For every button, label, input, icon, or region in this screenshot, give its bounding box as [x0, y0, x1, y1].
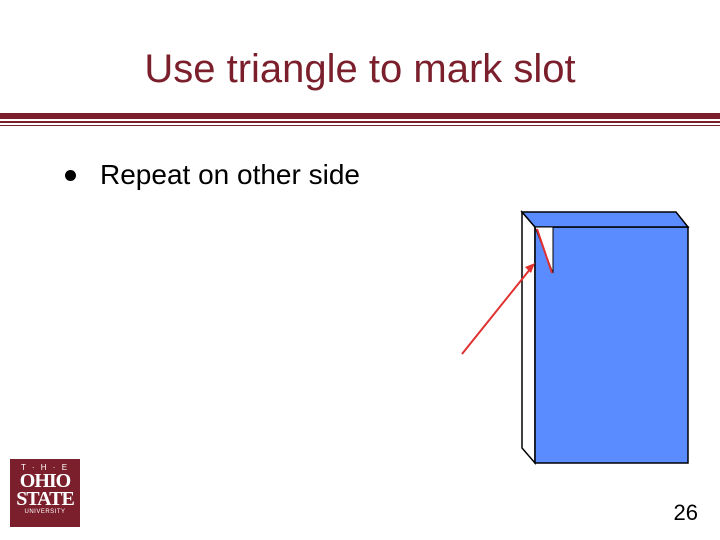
title-rule-thick — [0, 113, 720, 119]
round-bullet-icon — [65, 170, 76, 181]
red-arrow-head — [525, 263, 535, 273]
page-number: 26 — [673, 500, 698, 525]
box-left-panel — [521, 209, 536, 466]
box-front-face — [534, 226, 689, 464]
logo-line-the: T · H · E — [20, 463, 70, 472]
blue-box-illustration — [461, 209, 690, 466]
title-rule-thin — [0, 125, 720, 126]
slide-title: Use triangle to mark slot — [144, 47, 576, 91]
logo-line-university: UNIVERSITY — [24, 509, 66, 515]
box-top-face — [520, 211, 690, 228]
red-arrow-icon — [461, 267, 532, 355]
ohio-state-logo: T · H · E OHIO STATE UNIVERSITY — [10, 459, 80, 527]
logo-line-ohio: OHIO — [19, 470, 71, 492]
bullet-text: Repeat on other side — [100, 159, 360, 190]
slot-mark-line — [536, 228, 553, 274]
logo-line-state: STATE — [16, 488, 75, 510]
title-rule-mid — [0, 121, 720, 123]
